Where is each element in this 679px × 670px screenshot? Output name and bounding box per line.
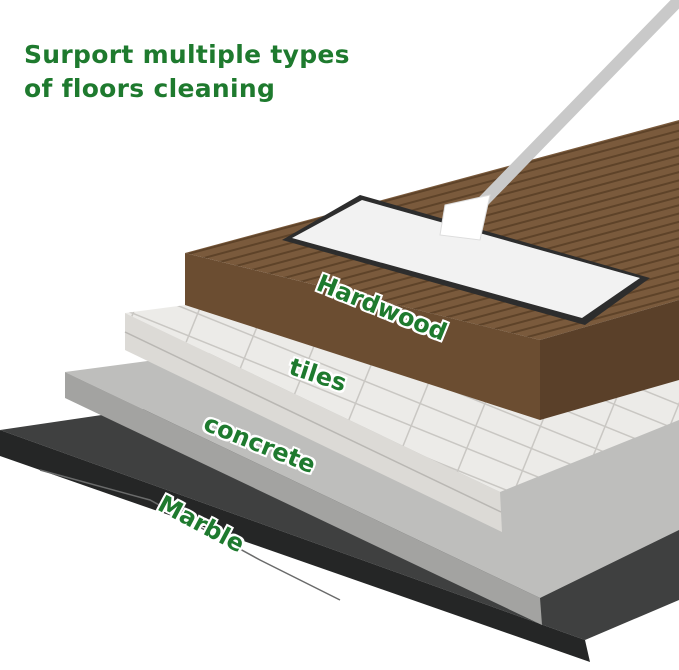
mop bbox=[282, 0, 679, 325]
headline-line-2: of floors cleaning bbox=[24, 74, 276, 103]
headline: Surport multiple types of floors cleanin… bbox=[24, 38, 350, 106]
headline-line-1: Surport multiple types bbox=[24, 40, 350, 69]
